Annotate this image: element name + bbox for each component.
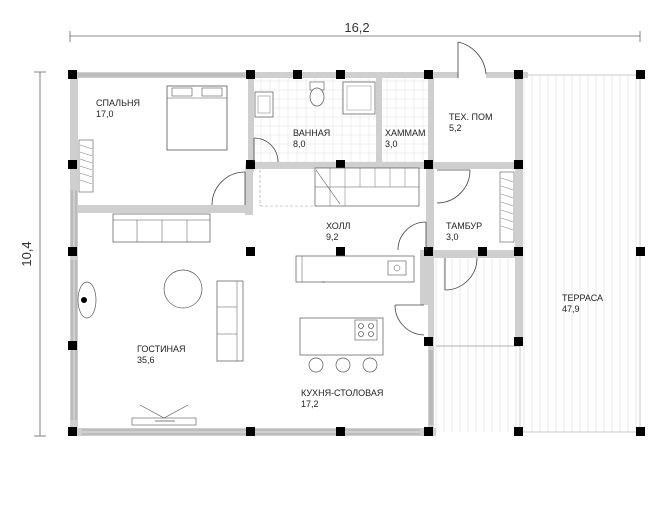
kitchen-island bbox=[299, 317, 384, 356]
tv-unit bbox=[131, 404, 197, 426]
room-name-living-room: ГОСТИНАЯ bbox=[137, 344, 186, 354]
height-dimension-label: 10,4 bbox=[19, 241, 34, 266]
bathroom-tiles bbox=[250, 77, 428, 165]
double-bed bbox=[166, 85, 228, 151]
room-name-hammam: ХАММАМ bbox=[385, 128, 426, 138]
terrace-deck bbox=[519, 74, 641, 433]
room-name-kitchen-dining: КУХНЯ-СТОЛОВАЯ bbox=[301, 388, 383, 398]
room-area-kitchen-dining: 17,2 bbox=[301, 399, 319, 409]
bedroom-door bbox=[211, 171, 246, 206]
tech-room-door bbox=[457, 41, 487, 78]
windows bbox=[71, 73, 433, 435]
vestibule-doors bbox=[394, 169, 515, 336]
room-area-vestibule: 3,0 bbox=[446, 232, 459, 242]
terrace-deck-lower bbox=[435, 257, 523, 432]
room-name-terrace: ТЕРРАСА bbox=[562, 293, 603, 303]
room-name-hall: ХОЛЛ bbox=[326, 221, 351, 231]
fireplace bbox=[77, 281, 97, 319]
room-area-hall: 9,2 bbox=[326, 232, 339, 242]
dimension-line-left bbox=[34, 71, 46, 437]
dimension-line-top bbox=[69, 31, 641, 42]
structural-columns bbox=[68, 70, 645, 436]
room-area-terrace: 47,9 bbox=[562, 304, 580, 314]
room-name-bedroom: СПАЛЬНЯ bbox=[96, 98, 140, 108]
room-area-tech-room: 5,2 bbox=[449, 123, 462, 133]
staircase bbox=[259, 167, 420, 207]
room-area-bedroom: 17,0 bbox=[96, 109, 114, 119]
bar-stools bbox=[308, 357, 378, 373]
bedroom-wardrobe bbox=[78, 139, 94, 193]
width-dimension-label: 16,2 bbox=[344, 20, 369, 35]
room-name-bathroom: ВАННАЯ bbox=[293, 128, 330, 138]
round-coffee-table bbox=[163, 269, 203, 309]
room-area-living-room: 35,6 bbox=[137, 355, 155, 365]
bathroom-fixtures bbox=[253, 81, 376, 163]
sofa bbox=[112, 213, 211, 243]
kitchen-counter bbox=[295, 255, 415, 283]
room-area-hammam: 3,0 bbox=[385, 139, 398, 149]
armchair-sofa bbox=[216, 280, 244, 362]
room-area-bathroom: 8,0 bbox=[293, 139, 306, 149]
room-name-vestibule: ТАМБУР bbox=[446, 221, 482, 231]
room-name-tech-room: ТЕХ. ПОМ bbox=[449, 112, 492, 122]
